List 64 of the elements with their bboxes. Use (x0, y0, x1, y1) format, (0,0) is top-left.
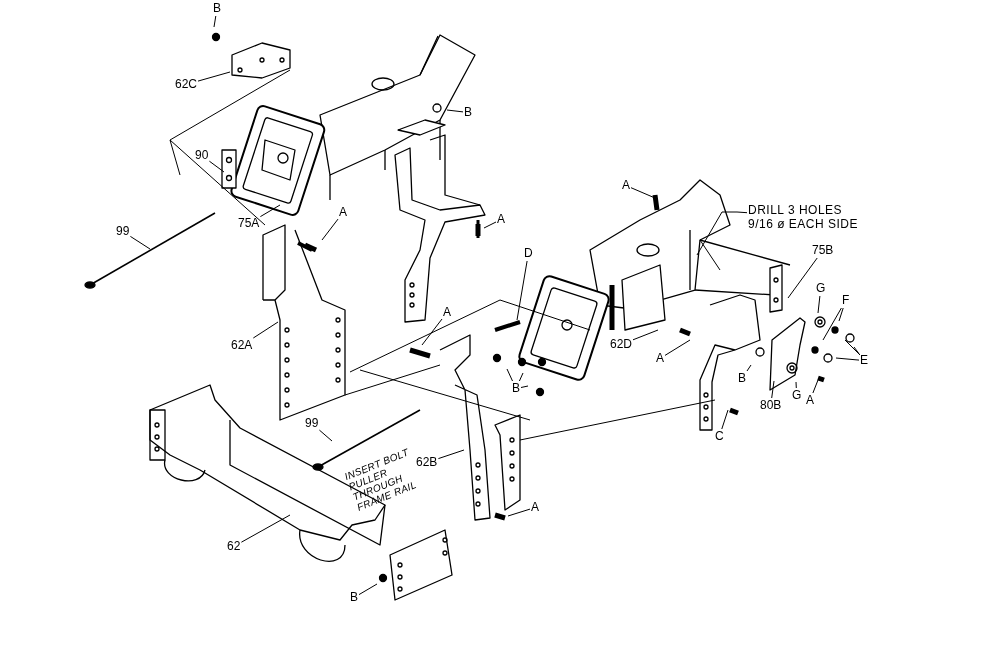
leader-line (516, 260, 528, 321)
leader-line (259, 204, 281, 218)
leader-line (632, 329, 659, 341)
callout-label: E (860, 354, 868, 367)
leader-line (838, 307, 844, 322)
callout-label: 62C (175, 78, 197, 91)
leader-line (812, 379, 819, 394)
leader-line (213, 15, 217, 28)
callout-label: G (792, 389, 802, 402)
leader-line (520, 385, 529, 388)
leader-line (746, 364, 752, 372)
callout-label: A (806, 394, 814, 407)
callout-label: A (339, 206, 347, 219)
leader-line (197, 71, 231, 82)
callout-label: A (656, 352, 664, 365)
callout-label: A (531, 501, 539, 514)
leader-line (208, 160, 225, 173)
callout-label: A (443, 306, 451, 319)
leader-line (518, 372, 524, 382)
callout-label: B (350, 591, 358, 604)
callout-label: 62A (231, 339, 253, 352)
leader-line (421, 318, 443, 346)
leader-line (321, 218, 339, 241)
callout-label: A (497, 213, 505, 226)
callout-label: 75B (812, 244, 834, 257)
callout-label: 99 (116, 225, 130, 238)
callout-label: 62 (227, 540, 241, 553)
callout-label: B (213, 2, 221, 15)
leader-line (358, 583, 378, 596)
leader-line (771, 380, 775, 399)
leader-line (721, 409, 729, 430)
callout-label: B (738, 372, 746, 385)
leader-line (853, 346, 860, 355)
leader-line (822, 307, 842, 341)
leader-line (483, 221, 497, 229)
callout-label: 80B (760, 399, 782, 412)
leader-line (129, 235, 151, 250)
leader-line (252, 321, 279, 339)
leader-line (507, 508, 531, 517)
callout-label: 62B (416, 456, 438, 469)
leader-line (446, 109, 464, 113)
callout-label: D (524, 247, 533, 260)
callout-label: B (464, 106, 472, 119)
callout-label: A (622, 179, 630, 192)
callout-label: B (512, 382, 520, 395)
leader-line (240, 514, 291, 543)
callout-label: 99 (305, 417, 319, 430)
callout-label: F (842, 294, 850, 307)
leader-line (795, 381, 797, 389)
leader-line (630, 187, 656, 199)
leader-line (437, 449, 465, 460)
leader-line (696, 211, 748, 256)
leader-line (318, 429, 333, 442)
callout-label: 62D (610, 338, 632, 351)
note-text: DRILL 3 HOLES 9/16 ø EACH SIDE (748, 203, 870, 231)
callout-label: C (715, 430, 724, 443)
callout-label: 75A (238, 217, 260, 230)
leader-line (506, 368, 513, 382)
leader-line (664, 339, 691, 356)
callout-label: G (816, 282, 826, 295)
leader-line (835, 357, 860, 361)
callout-label: 90 (195, 149, 209, 162)
leader-line (817, 295, 821, 314)
leader-line (787, 257, 818, 299)
